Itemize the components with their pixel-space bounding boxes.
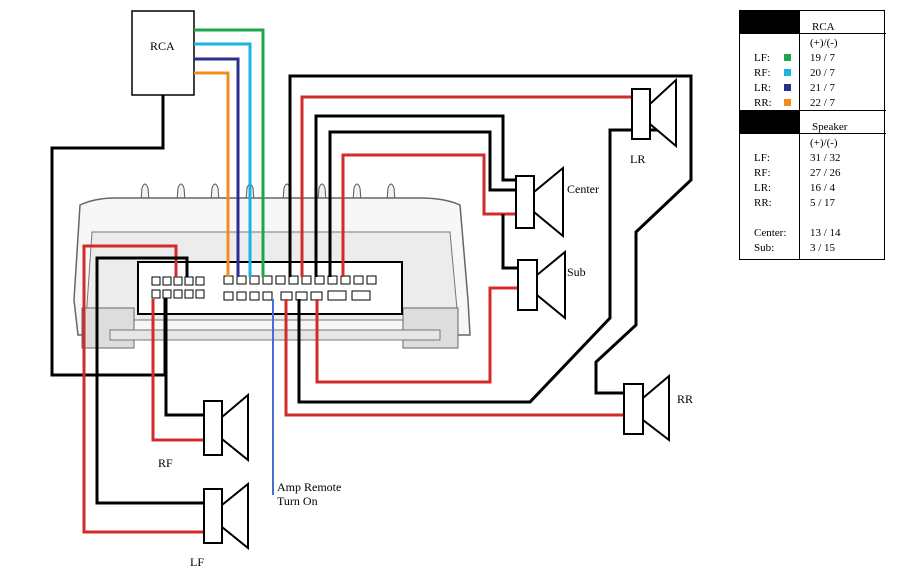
- legend-speaker-row-rr: RR: 5 / 17: [740, 196, 886, 210]
- legend-key: LF:: [754, 52, 770, 64]
- legend-value: 16 / 4: [810, 182, 836, 194]
- legend-divider-vertical: [799, 11, 800, 259]
- speaker-lf: [203, 481, 249, 551]
- wire-center-neg-b: [328, 130, 516, 277]
- wire-lf-pos: [82, 244, 204, 534]
- legend-value: 3 / 15: [810, 242, 836, 254]
- connector-pins-top: [151, 275, 377, 286]
- radio-flange-left: [81, 307, 135, 349]
- swatch-green-icon: [784, 54, 791, 61]
- legend-value: 20 / 7: [810, 67, 836, 79]
- speaker-sub: [517, 249, 566, 321]
- rca-box: [131, 10, 195, 96]
- legend-speaker-row-rf: RF: 27 / 26: [740, 166, 886, 180]
- legend-rca-subheader: (+)/(-): [810, 37, 838, 49]
- connector-pins-bottom: [151, 289, 371, 301]
- speaker-rf: [203, 392, 249, 463]
- speaker-rr-label: RR: [677, 392, 693, 406]
- speaker-rf-label: RF: [158, 456, 173, 470]
- legend-value: 31 / 32: [810, 152, 841, 164]
- rca-box-label: RCA: [150, 39, 175, 53]
- legend-key: RR:: [754, 97, 772, 109]
- legend-divider: [740, 133, 886, 134]
- legend-speaker-row-lf: LF: 31 / 32: [740, 151, 886, 165]
- wire-sub-link: [501, 214, 518, 270]
- amp-remote-label-line2: Turn On: [277, 494, 318, 508]
- wire-sub-pos: [315, 286, 518, 384]
- wire-lr-pos: [300, 95, 633, 277]
- speaker-center-label: Center: [567, 182, 599, 196]
- wire-rca-cyan: [194, 42, 252, 277]
- wire-rca-navy: [194, 57, 240, 277]
- wire-rca-green: [194, 28, 265, 277]
- wire-center-neg-a: [314, 114, 516, 277]
- pinout-legend: RCA (+)/(-) LF: 19 / 7 RF: 20 / 7 LR: 21…: [739, 10, 886, 260]
- connector-block: [137, 261, 403, 315]
- legend-key: LF:: [754, 152, 770, 164]
- speaker-rr: [623, 373, 670, 443]
- legend-rca-header: RCA: [812, 21, 835, 33]
- legend-value: 13 / 14: [810, 227, 841, 239]
- legend-key: LR:: [754, 182, 772, 194]
- legend-speaker-row-lr: LR: 16 / 4: [740, 181, 886, 195]
- legend-value: 5 / 17: [810, 197, 836, 209]
- speaker-lf-label: LF: [190, 555, 204, 569]
- legend-rca-row-lr: LR: 21 / 7: [740, 81, 886, 95]
- legend-rca-row-lf: LF: 19 / 7: [740, 51, 886, 65]
- speaker-lr-label: LR: [630, 152, 645, 166]
- speaker-center: [515, 165, 564, 239]
- swatch-cyan-icon: [784, 69, 791, 76]
- wire-rr-pos: [284, 299, 624, 417]
- swatch-orange-icon: [784, 99, 791, 106]
- legend-speaker-header: Speaker: [812, 121, 848, 133]
- legend-rca-row-rf: RF: 20 / 7: [740, 66, 886, 80]
- legend-value: 19 / 7: [810, 52, 836, 64]
- legend-rca-header-block: [740, 11, 800, 33]
- amp-remote-label-line1: Amp Remote: [277, 480, 341, 494]
- legend-value: 21 / 7: [810, 82, 836, 94]
- legend-divider: [740, 110, 886, 111]
- legend-key: Center:: [754, 227, 787, 239]
- wire-rca-orange: [194, 71, 230, 277]
- wires: [50, 28, 693, 534]
- wire-center-pos: [341, 153, 516, 277]
- legend-rca-row-rr: RR: 22 / 7: [740, 96, 886, 110]
- swatch-navy-icon: [784, 84, 791, 91]
- legend-key: Sub:: [754, 242, 775, 254]
- legend-speaker-row-center: Center: 13 / 14: [740, 226, 886, 240]
- legend-value: 22 / 7: [810, 97, 836, 109]
- legend-divider: [740, 33, 886, 34]
- wire-rr-neg: [297, 128, 676, 404]
- radio-base: [109, 329, 441, 341]
- legend-key: RR:: [754, 197, 772, 209]
- speaker-sub-label: Sub: [567, 265, 586, 279]
- wire-rf-neg: [164, 298, 204, 417]
- legend-speaker-header-block: [740, 111, 800, 133]
- legend-key: LR:: [754, 82, 772, 94]
- legend-key: RF:: [754, 167, 771, 179]
- radio-flange-right: [402, 307, 459, 349]
- wire-lf-neg: [95, 256, 204, 505]
- radio-unit: [73, 183, 471, 349]
- legend-speaker-subheader: (+)/(-): [810, 137, 838, 149]
- legend-key: RF:: [754, 67, 771, 79]
- speaker-lr: [631, 77, 677, 149]
- wire-lr-neg: [288, 74, 693, 395]
- legend-value: 27 / 26: [810, 167, 841, 179]
- wire-rf-pos: [151, 299, 204, 442]
- legend-speaker-row-sub: Sub: 3 / 15: [740, 241, 886, 255]
